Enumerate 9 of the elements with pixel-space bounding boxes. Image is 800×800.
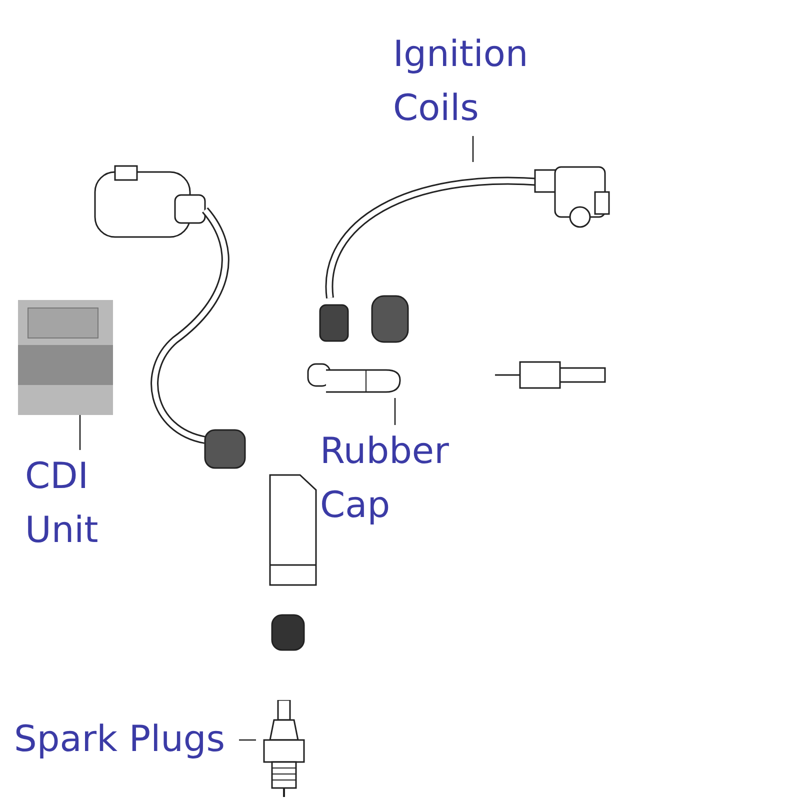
leader-line [239,739,256,741]
part-label: Spark Plugs [14,713,239,767]
cdi-unit-picture [18,300,113,415]
part-label: Ignition Coils [393,28,553,136]
leader-line [79,415,81,450]
part-label: Rubber Cap [320,425,470,533]
leader-line [394,398,396,425]
leader-line [472,136,474,162]
part-label: CDI Unit [25,450,135,558]
